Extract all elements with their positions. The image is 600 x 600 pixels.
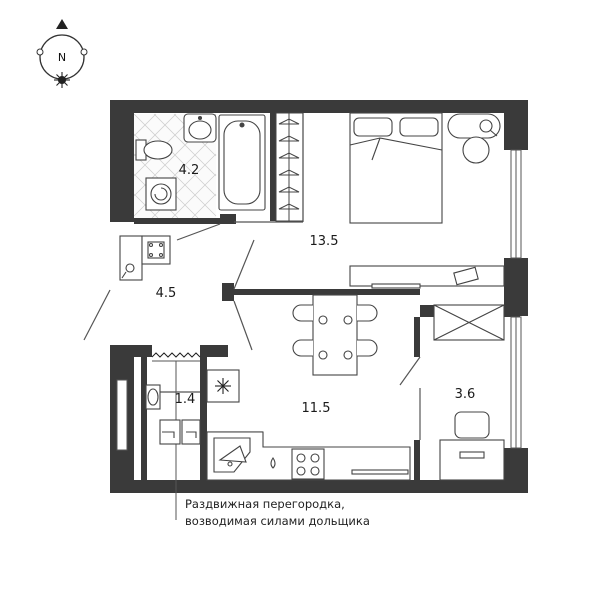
bathtub [218,114,266,211]
water-drop-icon [270,457,276,469]
area-label-hallway: 4.5 [156,286,177,301]
sliding-partition-note: Раздвижная перегородка, возводимая силам… [185,496,370,530]
chairs [292,304,378,357]
area-label-balcony: 3.6 [455,387,476,402]
hallway-cabinet [119,235,171,281]
bedroom-desk [349,265,505,289]
vanity-table [447,113,501,164]
fridge [206,369,240,403]
wc-fixtures [145,384,201,445]
doors [83,223,421,386]
compass-north-label: N [58,51,66,64]
area-label-wc: 1.4 [175,392,196,407]
note-line-1: Раздвижная перегородка, [185,497,345,511]
windows [116,149,522,451]
hanger-icons [278,118,300,210]
note-line-2: возводимая силами дольщика [185,514,370,528]
table-place-settings [318,315,353,360]
double-bed [349,112,443,224]
sun-icon [54,72,70,88]
balcony-cabinet [433,304,505,341]
area-label-bathroom: 4.2 [179,163,200,178]
area-label-kitchen: 11.5 [302,401,331,416]
room-area-labels: 4.2 13.5 4.5 1.4 11.5 3.6 [156,163,476,416]
study-desk [439,411,505,481]
area-label-bedroom: 13.5 [310,234,339,249]
washing-machine [145,177,177,211]
compass: N [36,19,88,88]
washbasin [183,113,217,143]
toilet-bathroom [135,139,173,161]
wardrobe [275,112,304,222]
dining-table [292,294,378,376]
snowflake-icon [215,378,231,394]
kitchen-counter [206,431,411,481]
walls [110,100,528,493]
north-arrow-icon [56,19,68,29]
